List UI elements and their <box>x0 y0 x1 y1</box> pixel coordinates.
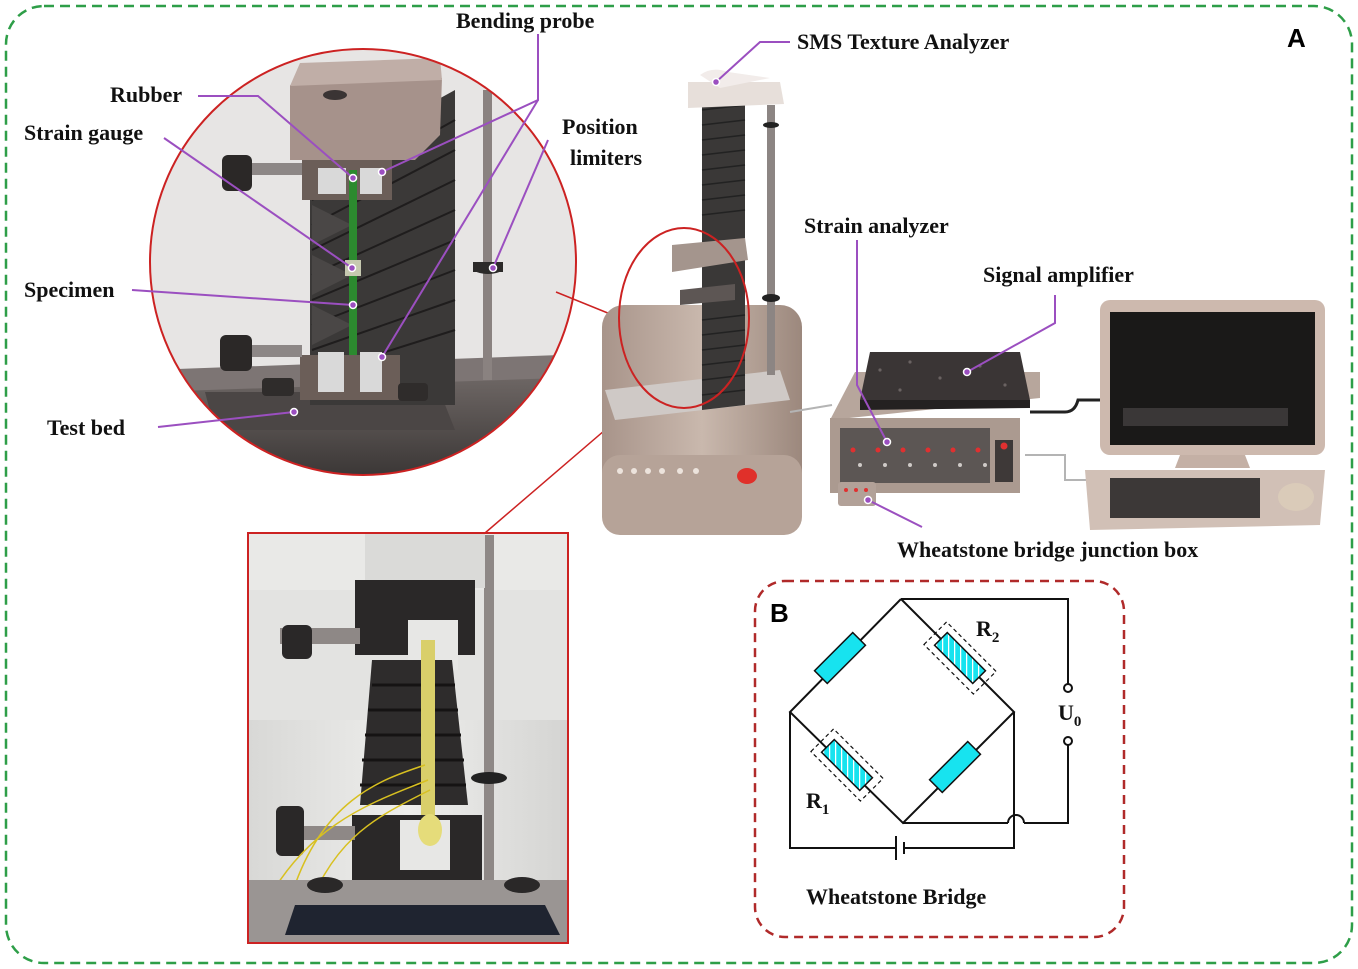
zoom-detail-circle <box>149 48 577 476</box>
resistor-r1 <box>810 728 884 802</box>
label-strain-analyzer: Strain analyzer <box>804 213 949 238</box>
bending-probe <box>290 78 442 160</box>
label-specimen: Specimen <box>24 277 114 302</box>
texture-analyzer <box>602 69 802 535</box>
label-texture-analyzer: SMS Texture Analyzer <box>797 29 1010 54</box>
label-r2: R2 <box>976 616 999 646</box>
panel-a-label: A <box>1287 23 1306 53</box>
bridge-title: Wheatstone Bridge <box>806 884 987 909</box>
label-strain-gauge: Strain gauge <box>24 120 143 145</box>
label-position-limiters-line2: limiters <box>570 145 643 170</box>
photo-panel <box>247 532 569 944</box>
computer <box>1085 300 1325 530</box>
analyzer-highlight-circle <box>618 227 750 409</box>
resistor-bottom-right <box>928 740 982 794</box>
label-position-limiters-line1: Position <box>562 114 638 139</box>
wheatstone-bridge-panel: B R2 R1 U0 Wheatstone Bridge <box>753 579 1126 939</box>
outer-dashed-border <box>4 4 1354 965</box>
panel-b-label: B <box>770 598 789 628</box>
signal-amplifier <box>860 352 1030 410</box>
inset-dashed-border <box>753 579 1126 939</box>
resistor-top-left <box>813 631 867 685</box>
label-bending-probe: Bending probe <box>456 8 595 33</box>
label-rubber: Rubber <box>110 82 182 107</box>
label-junction-box: Wheatstone bridge junction box <box>897 537 1198 562</box>
label-signal-amplifier: Signal amplifier <box>983 262 1134 287</box>
label-u0: U0 <box>1058 700 1081 730</box>
label-test-bed: Test bed <box>47 415 125 440</box>
leader-lines <box>131 34 1056 528</box>
label-r1: R1 <box>806 788 829 818</box>
